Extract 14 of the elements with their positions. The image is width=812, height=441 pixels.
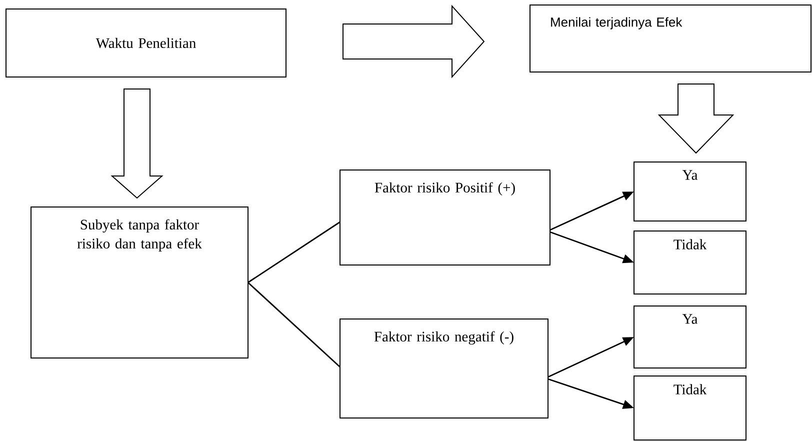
factor-box: Faktor risiko Positif (+) [340, 170, 550, 266]
block-arrow [342, 4, 485, 78]
process-box: Menilai terjadinya Efek [530, 4, 812, 72]
process-box: Subyek tanpa faktor risiko dan tanpa efek [30, 206, 248, 358]
block-arrow [658, 84, 734, 154]
connector-line [248, 221, 340, 284]
answer-box: Tidak [634, 376, 746, 440]
answer-box: Ya [634, 306, 746, 368]
process-box: Waktu Penelitian [6, 8, 286, 78]
block-arrow [110, 88, 164, 199]
connector-line [248, 282, 340, 368]
answer-box: Ya [634, 162, 746, 222]
factor-box: Faktor risiko negatif (-) [340, 318, 548, 418]
answer-box: Tidak [634, 230, 746, 294]
